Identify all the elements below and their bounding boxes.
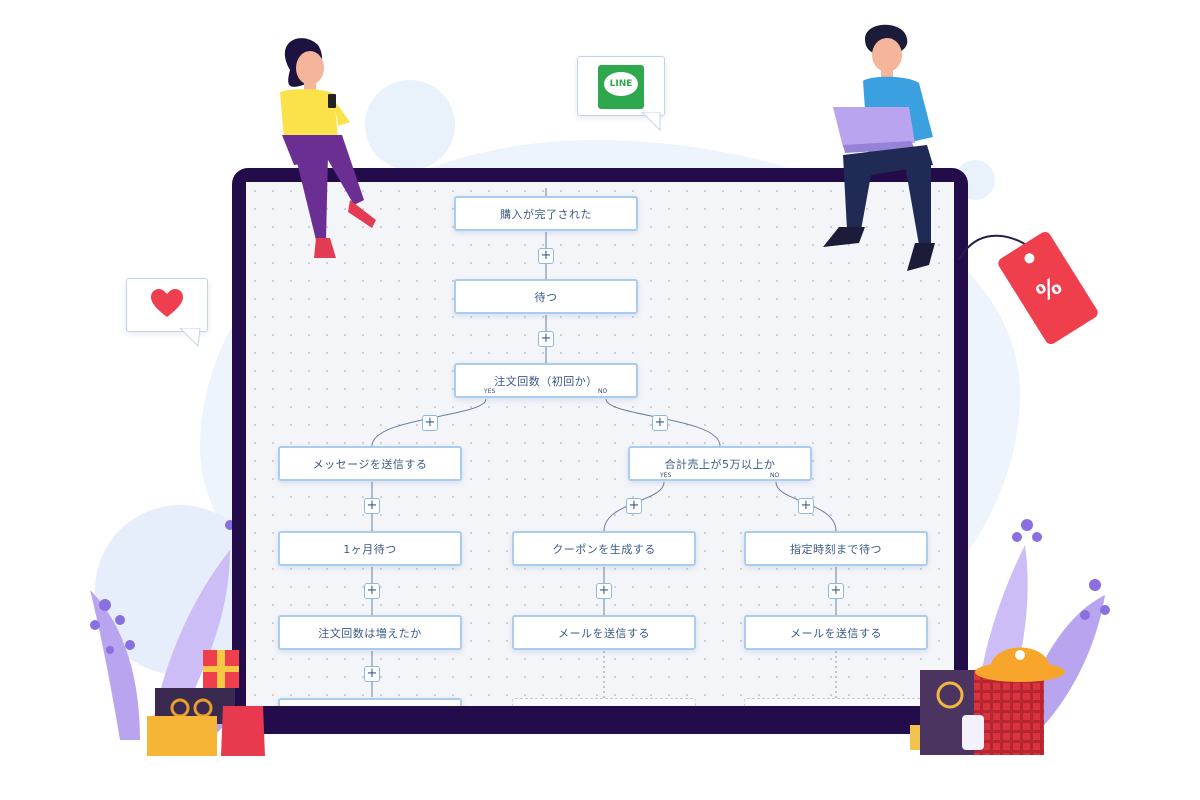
flow-node-wait[interactable]: 待つ	[454, 279, 638, 314]
add-step-button[interactable]: +	[652, 415, 668, 431]
line-logo-text: LINE	[604, 72, 638, 96]
add-step-button[interactable]: +	[422, 415, 438, 431]
flow-node-generate-coupon[interactable]: クーポンを生成する	[512, 531, 696, 566]
add-step-button[interactable]: +	[538, 331, 554, 347]
bubble-tail	[179, 328, 201, 348]
flow-node-partial[interactable]	[278, 698, 462, 706]
shopping-gifts-illustration	[147, 650, 265, 756]
flow-node-purchase-completed[interactable]: 購入が完了された	[454, 196, 638, 231]
branch-yes-label: YES	[484, 388, 496, 395]
add-step-button[interactable]: +	[364, 666, 380, 682]
add-step-button[interactable]: +	[798, 498, 814, 514]
gift-boxes-illustration	[910, 647, 1065, 755]
heart-bubble	[126, 278, 208, 332]
flow-node-send-email[interactable]: メールを送信する	[512, 615, 696, 650]
heart-icon	[151, 289, 183, 317]
flow-node-order-count-check[interactable]: 注文回数（初回か）	[454, 363, 638, 398]
flow-node-wait-one-month[interactable]: 1ヶ月待つ	[278, 531, 462, 566]
branch-no-label: NO	[598, 388, 608, 395]
man-with-laptop-illustration	[823, 24, 935, 271]
background-circle	[365, 80, 455, 170]
add-step-button[interactable]: +	[626, 498, 642, 514]
flow-node-placeholder	[512, 698, 696, 706]
tag-hole	[1022, 251, 1037, 266]
bubble-tail	[641, 112, 661, 132]
woman-with-phone-illustration	[280, 38, 376, 258]
add-step-button[interactable]: +	[828, 583, 844, 599]
add-step-button[interactable]: +	[538, 248, 554, 264]
line-chat-bubble: LINE	[577, 56, 665, 116]
flow-node-total-sales-check[interactable]: 合計売上が5万以上か	[628, 446, 812, 481]
add-step-button[interactable]: +	[364, 583, 380, 599]
flow-node-placeholder	[744, 698, 928, 706]
flow-node-wait-until-time[interactable]: 指定時刻まで待つ	[744, 531, 928, 566]
add-step-button[interactable]: +	[364, 498, 380, 514]
branch-yes-label: YES	[660, 472, 672, 479]
branch-no-label: NO	[770, 472, 780, 479]
workflow-canvas[interactable]: 購入が完了された + 待つ + 注文回数（初回か） YES NO + + メッセ…	[246, 182, 954, 706]
flow-node-send-email[interactable]: メールを送信する	[744, 615, 928, 650]
flow-node-send-message[interactable]: メッセージを送信する	[278, 446, 462, 481]
line-chat-icon: LINE	[598, 65, 644, 109]
add-step-button[interactable]: +	[596, 583, 612, 599]
discount-tag-label: %	[1031, 271, 1067, 308]
flow-node-order-increased-check[interactable]: 注文回数は増えたか	[278, 615, 462, 650]
